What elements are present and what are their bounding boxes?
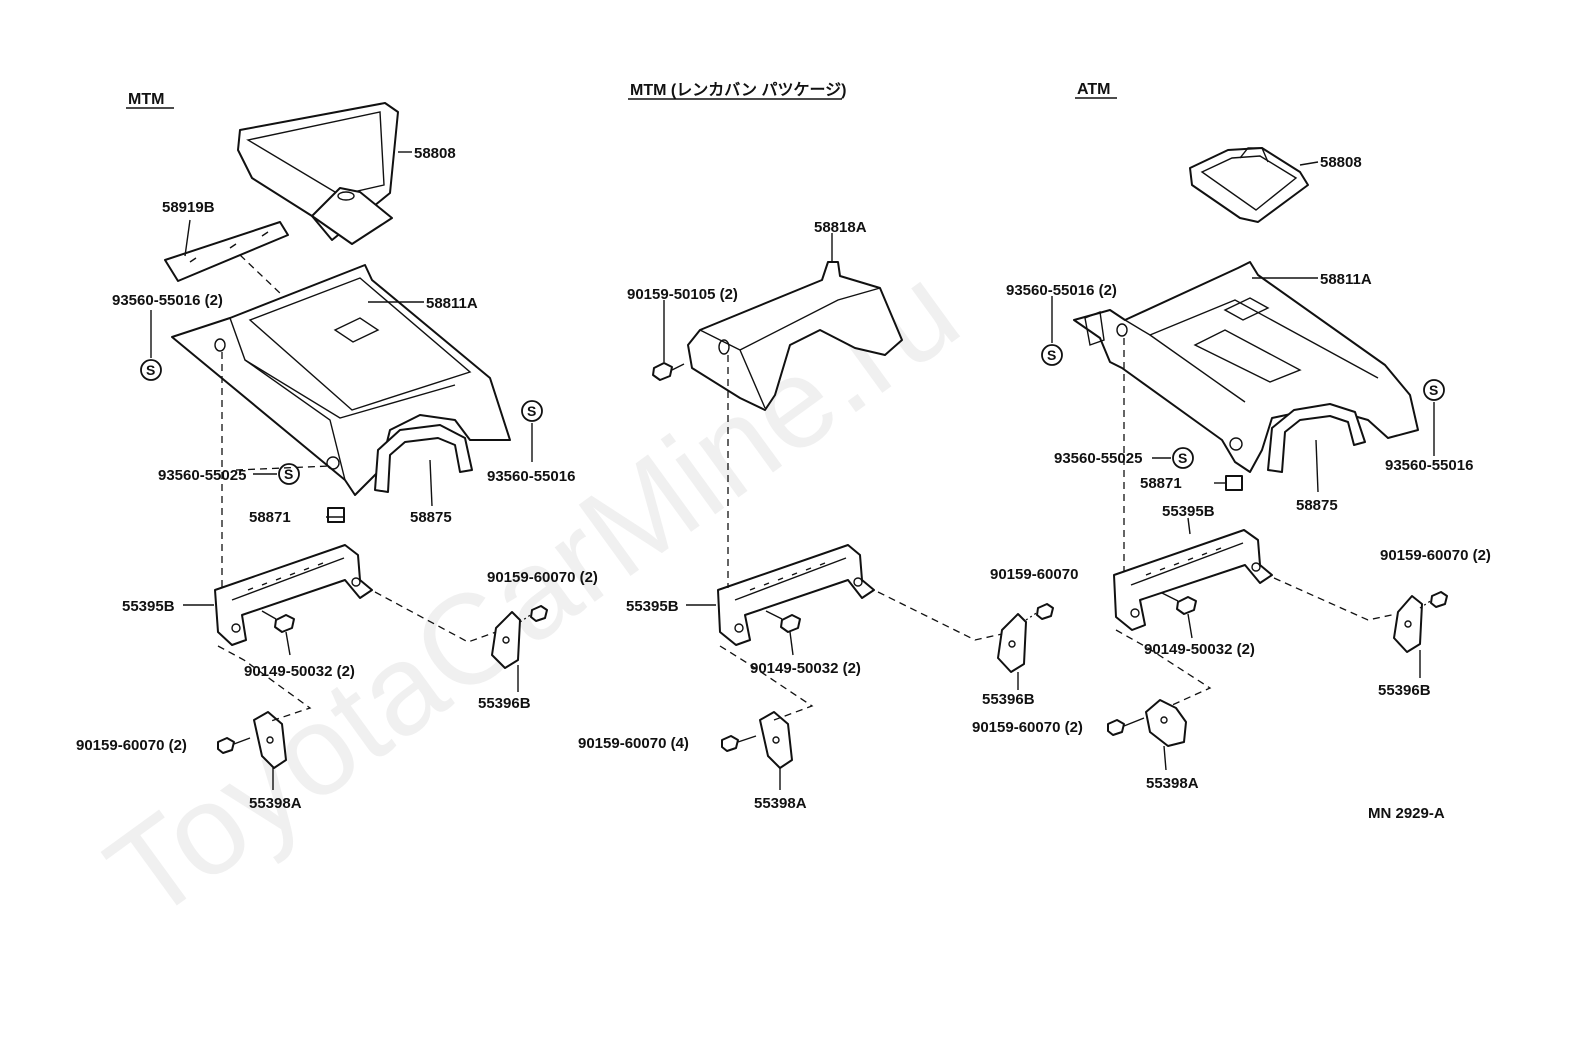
svg-text:S: S	[284, 466, 293, 482]
part-label: 58808	[414, 145, 456, 162]
part-label: 90149-50032 (2)	[1144, 641, 1255, 658]
part-label: 93560-55016 (2)	[1006, 282, 1117, 299]
part-label: 55395B	[626, 598, 679, 615]
part-label: 58871	[1140, 475, 1182, 492]
lower-bracket-part	[1145, 699, 1187, 747]
side-bracket-part	[997, 613, 1027, 673]
figure-code: MN 2929-A	[1368, 805, 1445, 822]
part-label: 93560-55025	[158, 467, 246, 484]
part-label: 58871	[249, 509, 291, 526]
bolt-part	[261, 610, 295, 633]
screw-part	[652, 362, 685, 381]
part-label: 90159-60070 (2)	[972, 719, 1083, 736]
trim-part	[1267, 403, 1366, 473]
section-mtm: MTM	[76, 91, 598, 812]
symbol-s: S	[1172, 447, 1194, 469]
section-atm: ATM	[972, 81, 1491, 792]
bracket-part	[1113, 529, 1273, 631]
part-label: 93560-55025	[1054, 450, 1142, 467]
part-label: 55398A	[1146, 775, 1199, 792]
clip-part	[1225, 475, 1243, 491]
symbol-s: S	[1041, 344, 1063, 366]
lower-bracket-part	[759, 711, 793, 769]
part-label: 58808	[1320, 154, 1362, 171]
svg-text:S: S	[527, 403, 536, 419]
part-label: 93560-55016	[1385, 457, 1473, 474]
section-title: ATM	[1077, 81, 1110, 98]
part-label: 58811A	[1320, 271, 1372, 288]
part-label: 58919B	[162, 199, 215, 216]
bolt-part	[1025, 603, 1054, 621]
trim-part	[374, 424, 473, 493]
part-label: 58818A	[814, 219, 867, 236]
part-label: 90159-60070 (4)	[578, 735, 689, 752]
bolt-part	[1419, 591, 1448, 609]
part-label: 90159-50105 (2)	[627, 286, 738, 303]
section-mtm-package: MTM (レンカバン パツケージ)	[578, 81, 1078, 812]
console-body-part	[171, 264, 511, 496]
svg-text:S: S	[1429, 382, 1438, 398]
bolt-part	[765, 610, 801, 633]
plate-part	[164, 221, 289, 282]
section-title: MTM (レンカバン パツケージ)	[630, 81, 846, 99]
part-label: 90149-50032 (2)	[244, 663, 355, 680]
symbol-s: S	[521, 400, 543, 422]
part-label: 55396B	[478, 695, 531, 712]
bolt-part	[1161, 592, 1197, 615]
side-bracket-part	[491, 611, 521, 669]
bolt-part	[217, 737, 251, 754]
part-label: 58875	[410, 509, 452, 526]
lower-bracket-part	[253, 711, 287, 769]
bracket-part	[214, 544, 373, 646]
part-label: 55395B	[122, 598, 175, 615]
symbol-s: S	[1423, 379, 1445, 401]
svg-text:S: S	[146, 362, 155, 378]
part-label: 55396B	[982, 691, 1035, 708]
part-label: 93560-55016 (2)	[112, 292, 223, 309]
part-label: 58811A	[426, 295, 478, 312]
bracket-part	[717, 544, 875, 646]
part-label: 90149-50032 (2)	[750, 660, 861, 677]
console-body-part	[1073, 261, 1419, 473]
part-label: 90159-60070 (2)	[487, 569, 598, 586]
part-label: 90159-60070 (2)	[76, 737, 187, 754]
side-bracket-part	[1393, 595, 1423, 653]
part-label: 55398A	[754, 795, 807, 812]
part-label: 55395B	[1162, 503, 1215, 520]
clip-part	[327, 507, 345, 523]
part-label: 90159-60070	[990, 566, 1078, 583]
part-label: 90159-60070 (2)	[1380, 547, 1491, 564]
symbol-s: S	[140, 359, 162, 381]
bolt-part	[1107, 717, 1145, 736]
bolt-part	[519, 605, 548, 623]
svg-text:S: S	[1178, 450, 1187, 466]
svg-text:S: S	[1047, 347, 1056, 363]
part-label: 93560-55016	[487, 468, 575, 485]
symbol-s: S	[278, 463, 300, 485]
console-cover-part	[687, 261, 903, 411]
bolt-part	[721, 735, 757, 752]
section-title: MTM	[128, 91, 164, 108]
part-label: 55396B	[1378, 682, 1431, 699]
shift-boot-part	[237, 102, 399, 245]
shift-boot-part	[1189, 147, 1309, 223]
part-label: 58875	[1296, 497, 1338, 514]
part-label: 55398A	[249, 795, 302, 812]
